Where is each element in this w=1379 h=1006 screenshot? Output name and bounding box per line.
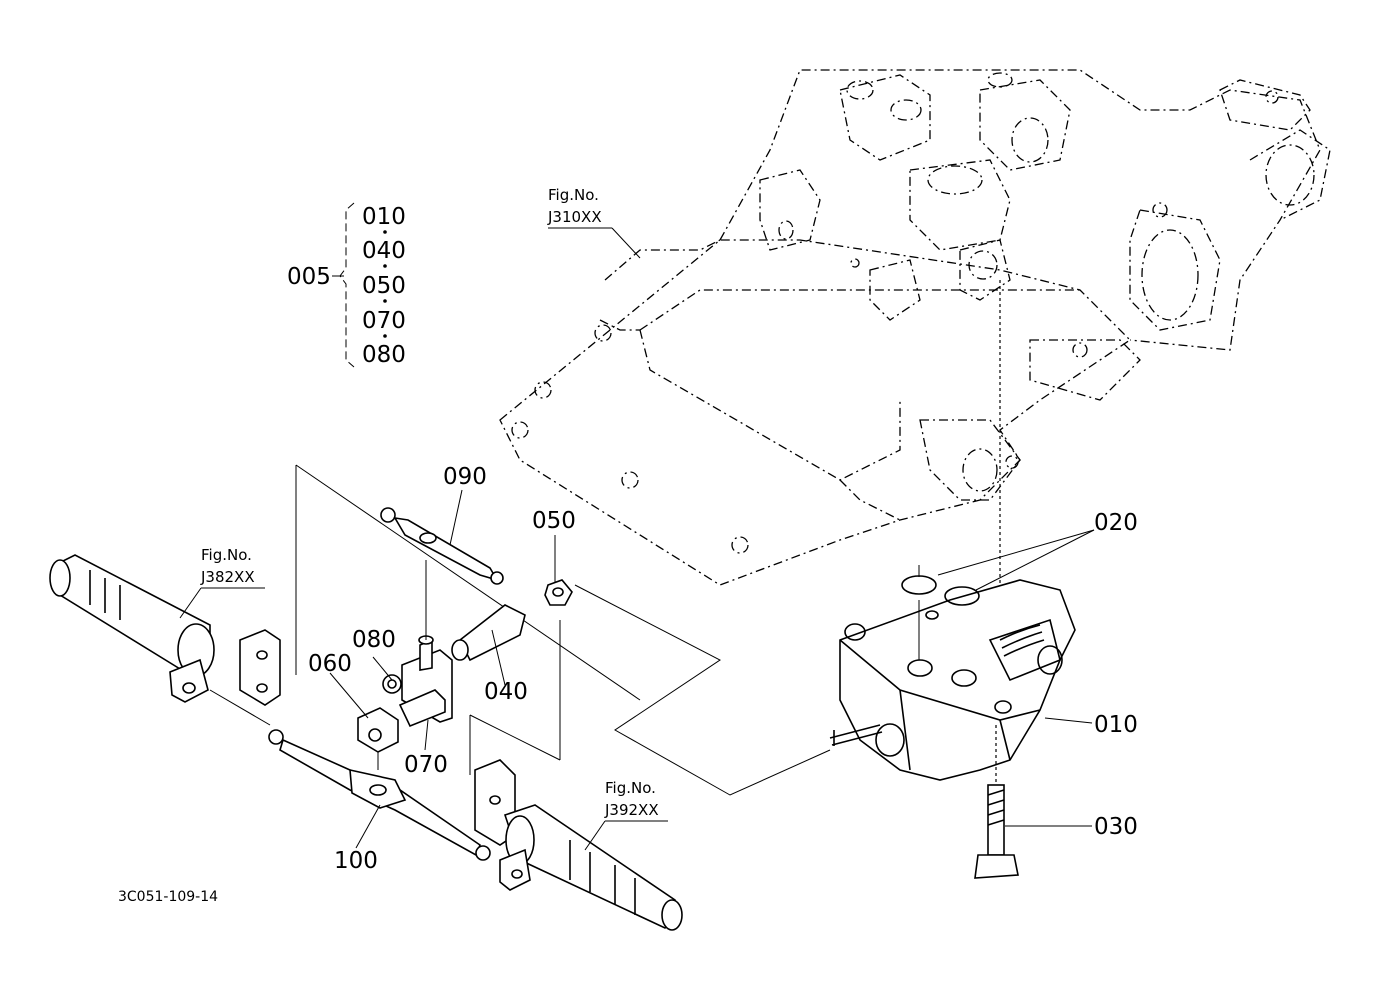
group-005: 005 010 040 050 070 080 (287, 202, 406, 368)
part-label-070: 070 (404, 752, 448, 778)
leader-080 (372, 656, 393, 681)
valve-body-010 (829, 579, 1076, 781)
group-member-040: 040 (362, 238, 406, 264)
part-label-020: 020 (1094, 510, 1138, 536)
leader-020b (975, 529, 1095, 591)
lift-shaft-left (49, 554, 281, 726)
group-member-070: 070 (362, 308, 406, 334)
nut-050 (544, 579, 573, 606)
leader-070 (424, 719, 429, 751)
part-label-080: 080 (352, 627, 396, 653)
bolt-030 (974, 725, 1019, 879)
fig-ref-caption: Fig.No. (548, 186, 599, 204)
part-label-060: 060 (308, 651, 352, 677)
part-label-030: 030 (1094, 814, 1138, 840)
part-label-040: 040 (484, 679, 528, 705)
rod-090 (380, 507, 504, 585)
bracket-070 (398, 560, 453, 728)
group-label: 005 (287, 264, 331, 290)
group-member-080: 080 (362, 342, 406, 368)
fig-ref-j392xx: Fig.No. J392XX (584, 779, 668, 851)
block-060 (357, 707, 399, 770)
assembly-guide-frame (295, 464, 831, 796)
rod-100 (268, 729, 491, 861)
fig-ref-number: J382XX (200, 568, 255, 586)
pin-040 (451, 604, 526, 662)
hydraulic-housing (499, 69, 1331, 586)
drawing-code: 3C051-109-14 (118, 889, 218, 905)
o-rings-020 (901, 565, 980, 660)
fig-ref-j382xx: Fig.No. J382XX (179, 546, 265, 619)
part-label-010: 010 (1094, 712, 1138, 738)
group-member-010: 010 (362, 204, 406, 230)
leader-020a (937, 529, 1095, 576)
fig-ref-caption: Fig.No. (605, 779, 656, 797)
snap-ring-080 (382, 674, 402, 694)
part-label-050: 050 (532, 508, 576, 534)
leader-060 (329, 672, 369, 719)
fig-ref-number: J392XX (604, 801, 659, 819)
leader-040 (491, 629, 506, 686)
fig-ref-number: J310XX (547, 208, 602, 226)
part-label-100: 100 (334, 848, 378, 874)
part-label-090: 090 (443, 464, 487, 490)
lift-shaft-right (474, 759, 683, 931)
leader-010 (1044, 717, 1093, 724)
leader-100 (355, 804, 381, 849)
fig-ref-caption: Fig.No. (201, 546, 252, 564)
leader-090 (449, 489, 463, 546)
group-member-050: 050 (362, 273, 406, 299)
fig-ref-j310xx: Fig.No. J310XX (547, 186, 641, 259)
